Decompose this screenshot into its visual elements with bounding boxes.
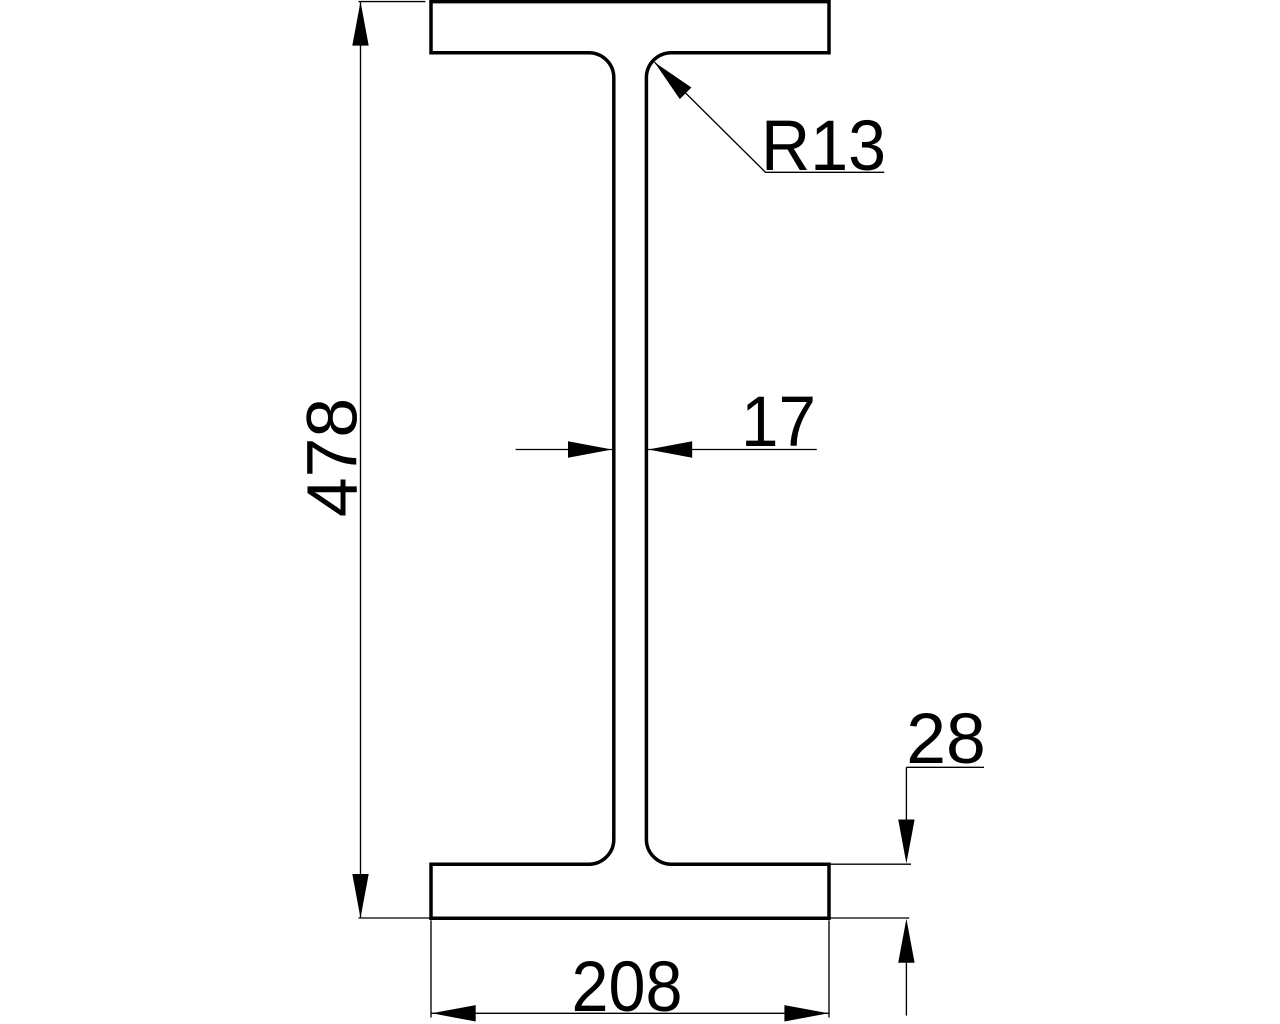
svg-text:17: 17 — [741, 382, 816, 462]
svg-text:28: 28 — [906, 699, 986, 779]
svg-text:R13: R13 — [761, 106, 886, 186]
svg-text:208: 208 — [572, 947, 683, 1024]
svg-text:478: 478 — [293, 398, 373, 517]
